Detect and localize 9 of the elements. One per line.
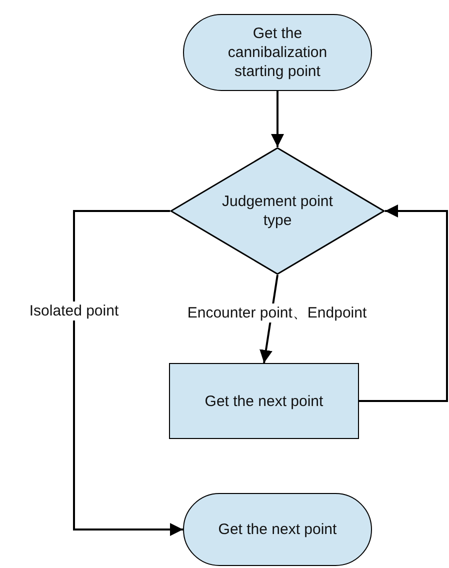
arrow — [271, 91, 284, 147]
decision-diamond — [170, 147, 385, 275]
node-label: Judgement point type — [221, 192, 334, 230]
node-label: Get the cannibalization starting point — [226, 24, 328, 81]
node-label: Get the next point — [218, 520, 337, 539]
arrow — [359, 204, 448, 402]
node-label: Get the next point — [204, 392, 324, 410]
arrow — [73, 210, 183, 536]
process-box — [169, 363, 359, 439]
